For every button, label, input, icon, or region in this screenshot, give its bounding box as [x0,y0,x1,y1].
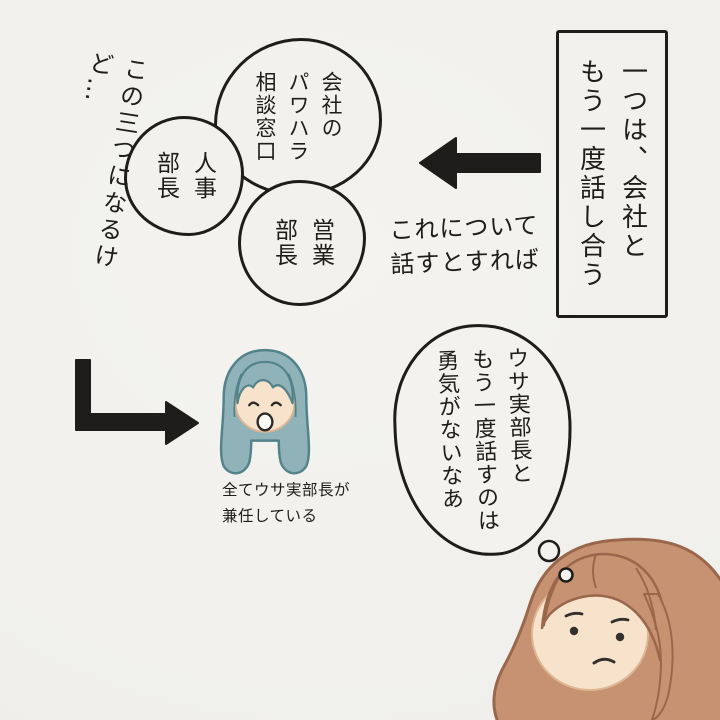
narrator-eyes-icon [569,626,625,642]
thought-bubble: ウサ実部長と もう一度話すのは 勇気がないなあ [390,320,576,560]
caption-line-2: 話すとすれば [390,244,541,279]
arrow-left-icon [419,137,541,189]
arrow-elbow-right-icon [75,359,199,445]
thought-bubble-text: ウサ実部長と もう一度話すのは 勇気がないなあ [426,346,540,534]
option-box: 一つは、会社と もう一度話し合う [556,30,668,318]
hr-line-2: 部長 [152,151,179,201]
usami-note: 全てウサ実部長が 兼任している [222,478,350,529]
usami-mouth [256,412,274,432]
usami-note-line-1: 全てウサ実部長が [222,481,351,499]
circle-hr-director: 人事 部長 [124,116,244,236]
hr-director-text: 人事 部長 [146,151,223,201]
usami-bangs [233,360,297,418]
thought-line-1: ウサ実部長と [502,346,533,486]
thought-line-2: もう一度話すのは [467,347,500,533]
narrator-character [492,537,720,720]
narrator-mouth [592,657,616,665]
option-box-text: 一つは、会社と もう一度話し合う [568,58,657,290]
caption: これについて 話すとすれば [389,209,541,281]
consultation-desk-text: 会社の パワハラ 相談窓口 [247,71,349,163]
consultation-line-1: 会社の [319,71,343,140]
narrator-eyebrows [564,611,630,624]
usami-character [219,348,311,475]
sales-director-text: 営業 部長 [264,218,341,268]
caption-line-1: これについて [388,211,540,245]
thought-line-3: 勇気がないなあ [432,348,464,511]
sales-line-1: 営業 [307,218,334,268]
hr-line-1: 人事 [189,151,216,201]
option-box-line-1: 一つは、会社と [617,58,648,261]
consultation-line-3: 相談窓口 [253,71,277,163]
option-box-line-2: もう一度話し合う [575,58,606,290]
consultation-line-2: パワハラ [286,71,310,163]
usami-eyes-icon [248,401,282,407]
usami-note-line-2: 兼任している [222,506,318,525]
sales-line-2: 部長 [270,218,297,268]
circle-sales-director: 営業 部長 [238,180,366,306]
